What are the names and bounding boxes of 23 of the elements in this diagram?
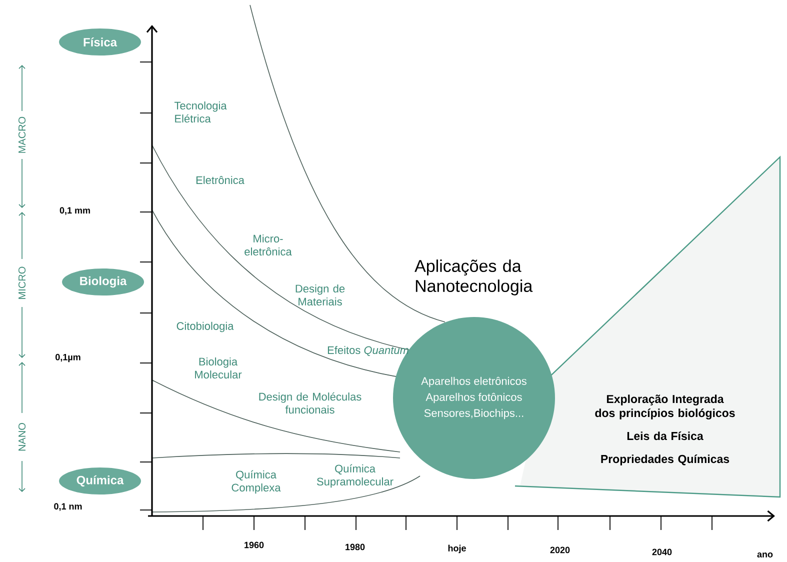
- axis-label: 1980: [346, 544, 365, 550]
- axis-label: 2040: [652, 548, 672, 556]
- axis-label: hoje: [448, 544, 466, 554]
- axis-label: 0,1 nm: [54, 503, 82, 511]
- scale-label: MACRO: [18, 116, 26, 153]
- region-label: Citobiologia: [176, 322, 234, 332]
- axis-label: 2020: [550, 546, 570, 554]
- region-label: Química Complexa: [232, 470, 281, 494]
- region-label: Design de Materiais: [296, 284, 345, 306]
- region-text: Exploração Integrada dos princípios biológicos Leis da Física Propriedades Químicas: [595, 394, 735, 466]
- axis-label: 0,1 mm: [60, 207, 90, 215]
- scale-label: NANO: [18, 423, 26, 451]
- region-label: Biologia Molecular: [195, 357, 242, 379]
- region-label: Tecnologia Elétrica: [174, 101, 227, 123]
- axis-label: ano: [757, 552, 773, 558]
- axis-label: 0,1µm: [56, 354, 80, 362]
- axis-label: 1960: [244, 542, 264, 548]
- region-label: Eletrônica: [196, 176, 244, 184]
- region-label: Micro-eletrônica: [244, 234, 292, 256]
- region-label: Design de Moléculas funcionais: [259, 392, 362, 414]
- title: Aplicações da Nanotecnologia: [414, 260, 533, 296]
- scale-label: MICRO: [18, 266, 26, 299]
- region-label: Química Supramolecular: [317, 464, 394, 488]
